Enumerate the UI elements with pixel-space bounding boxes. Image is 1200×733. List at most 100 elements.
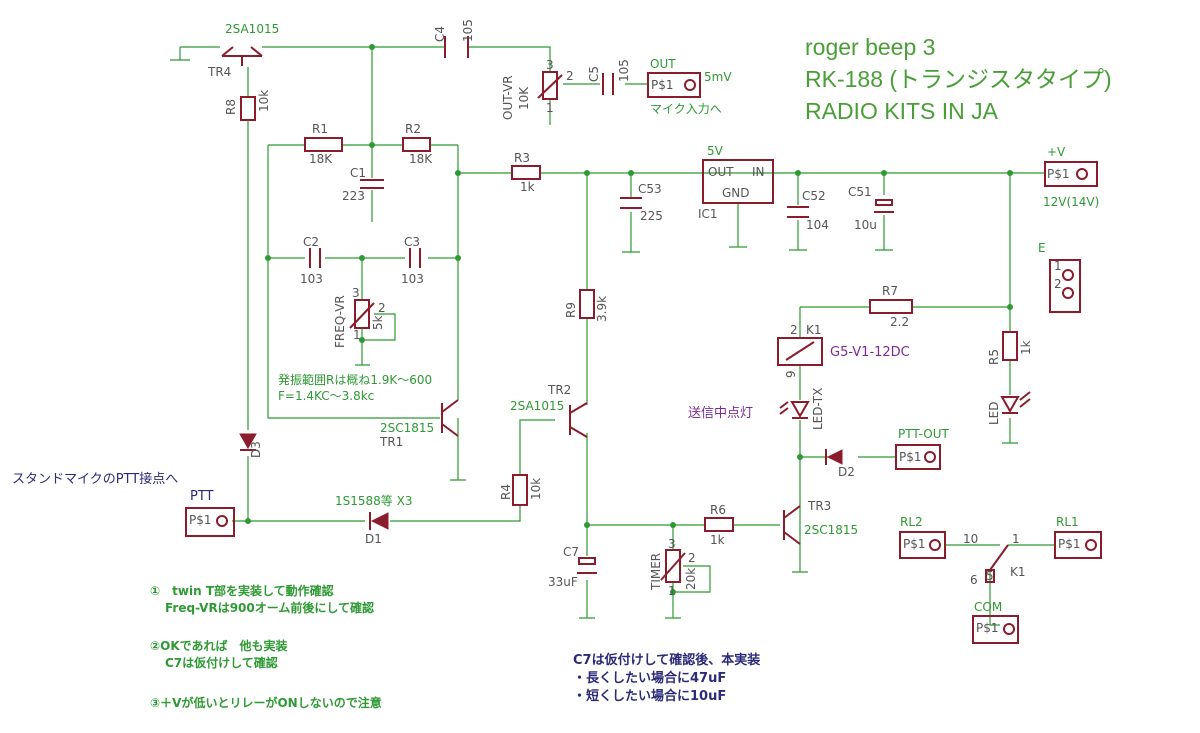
c5-name: C5 [587,66,601,82]
rl1-pin: P$1 [1058,537,1081,551]
c4-name: C4 [433,26,447,42]
diode-d3[interactable]: D3 [239,433,263,458]
connector-e[interactable]: E 1 2 [1038,241,1081,313]
capacitor-c52[interactable]: C52 104 [787,189,829,232]
resistor-r1[interactable]: R1 18K [304,122,343,166]
potentiometer-out-vr[interactable]: 3 2 1 OUT-VR 10K [501,58,574,120]
note-c7c: ・短くしたい場合に10uF [573,688,726,704]
out-vr-pin3: 3 [546,58,554,72]
connector-ptt[interactable]: P$1 PTT [185,489,235,537]
timer-pin2: 2 [688,551,696,565]
capacitor-c5[interactable]: C5 105 [587,59,631,95]
c3-value: 103 [401,272,424,286]
note-step2a: ②OKであれば 他も実装 [150,638,288,653]
out-sub: マイク入力へ [650,102,722,116]
tr2-value: 2SA1015 [510,399,564,413]
e-name: E [1038,241,1046,255]
connector-rl1[interactable]: P$1 RL1 [1054,515,1102,559]
k1-sw-pin6: 6 [970,573,978,587]
d1-note: 1S1588等 X3 [335,494,412,508]
capacitor-c2[interactable]: C2 103 [300,235,323,286]
r9-name: R9 [564,302,578,318]
r2-value: 18K [409,152,433,166]
capacitor-c1[interactable]: C1 223 [342,166,384,203]
ic1-gnd: GND [722,186,750,200]
vplus-name: +V [1047,145,1066,159]
freq-vr-pin3: 3 [352,286,360,300]
c51-value: 10u [854,218,877,232]
note-c7a: C7は仮付けして確認後、本実装 [573,652,760,668]
freq-vr-name: FREQ-VR [333,295,347,348]
k1-value: G5-V1-12DC [830,345,910,360]
out-vr-name: OUT-VR [501,75,515,120]
note-range-2: F=1.4KC〜3.8kc [278,389,374,403]
note-stand-mic: スタンドマイクのPTT接点へ [12,471,178,487]
c51-name: C51 [848,185,872,199]
capacitor-c7[interactable]: C7 33uF [548,545,597,589]
transistor-tr1[interactable]: 2SC1815 TR1 [379,399,459,449]
tr2-name: TR2 [547,383,571,397]
c7-name: C7 [563,545,579,559]
resistor-r7[interactable]: R7 2.2 [869,284,913,329]
resistor-r3[interactable]: R3 1k [511,151,541,194]
title-line-2: RK-188 (トランジスタタイプ) [805,66,1112,92]
tr1-name: TR1 [379,435,403,449]
r6-value: 1k [710,533,725,547]
tr3-name: TR3 [807,499,831,513]
k1-pin9: 9 [784,370,798,378]
capacitor-c53[interactable]: C53 225 [620,182,663,223]
connector-ptt-out[interactable]: P$1 PTT-OUT [895,427,949,470]
regulator-ic1[interactable]: OUT IN GND 5V IC1 [698,144,774,221]
resistor-r4[interactable]: R4 10k [499,474,543,506]
relay-k1-coil[interactable]: K1 G5-V1-12DC 2 9 [777,323,910,378]
ptt-name: PTT [190,489,214,504]
led-name: LED [987,401,1001,425]
relay-k1-switch[interactable]: 10 1 6 5 K1 [963,532,1026,587]
capacitor-c4[interactable]: C4 105 [433,19,475,58]
connector-com[interactable]: P$1 COM [972,600,1019,644]
e-pin2: 2 [1054,277,1062,291]
diode-d1[interactable]: 1S1588等 X3 D1 [335,494,412,546]
resistor-r5[interactable]: R5 1k [987,331,1033,365]
connector-vplus[interactable]: P$1 +V 12V(14V) [1043,145,1099,209]
out-vr-pin2: 2 [566,69,574,83]
k1-sw-name: K1 [1010,565,1026,579]
assembly-notes: ① twin T部を実装して動作確認 Freq-VRは900オーム前後にして確認… [150,583,382,710]
ic1-out: OUT [708,165,734,179]
timer-pin3: 3 [668,537,676,551]
potentiometer-freq-vr[interactable]: 3 2 1 FREQ-VR 5k [333,286,386,348]
note-step3: ③＋Vが低いとリレーがONしないので注意 [150,695,382,710]
resistor-r9[interactable]: R9 3.9k [564,289,609,322]
ptt-pin: P$1 [189,513,212,527]
out-vr-pin1: 1 [546,101,554,115]
connector-out[interactable]: P$1 OUT 5mV マイク入力へ [647,57,732,116]
r7-value: 2.2 [890,315,909,329]
title-line-3: RADIO KITS IN JA [805,98,999,124]
resistor-r6[interactable]: R6 1k [704,503,734,547]
note-step1a: ① twin T部を実装して動作確認 [150,583,334,598]
transistor-tr2[interactable]: TR2 2SA1015 [510,383,588,438]
transistor-tr3[interactable]: TR3 2SC1815 [783,499,858,545]
ptt-out-pin: P$1 [899,450,922,464]
r8-value: 10k [257,90,271,112]
note-c7b: ・長くしたい場合に47uF [573,670,726,686]
timer-pin1: 1 [668,584,676,598]
resistor-r2[interactable]: R2 18K [402,122,433,166]
led-tx[interactable]: LED-TX [779,388,825,430]
resistor-r8[interactable]: R8 10k [224,90,271,121]
potentiometer-timer[interactable]: 3 2 1 TIMER 20k [649,537,698,598]
r2-name: R2 [405,122,421,136]
timer-name: TIMER [649,553,663,591]
connector-rl2[interactable]: P$1 RL2 [899,515,946,559]
rl2-pin: P$1 [903,537,926,551]
capacitor-c51[interactable]: C51 10u [848,185,894,232]
capacitor-c3[interactable]: C3 103 [401,235,424,286]
transistor-tr4[interactable]: 2SA1015 TR4 [207,22,279,79]
k1-name: K1 [806,323,822,337]
c52-name: C52 [802,189,826,203]
rl2-name: RL2 [900,515,923,529]
led-indicator[interactable]: LED [987,391,1031,425]
c1-name: C1 [350,166,366,180]
freq-vr-value: 5k [371,315,385,330]
diode-d2[interactable]: D2 [825,449,855,479]
